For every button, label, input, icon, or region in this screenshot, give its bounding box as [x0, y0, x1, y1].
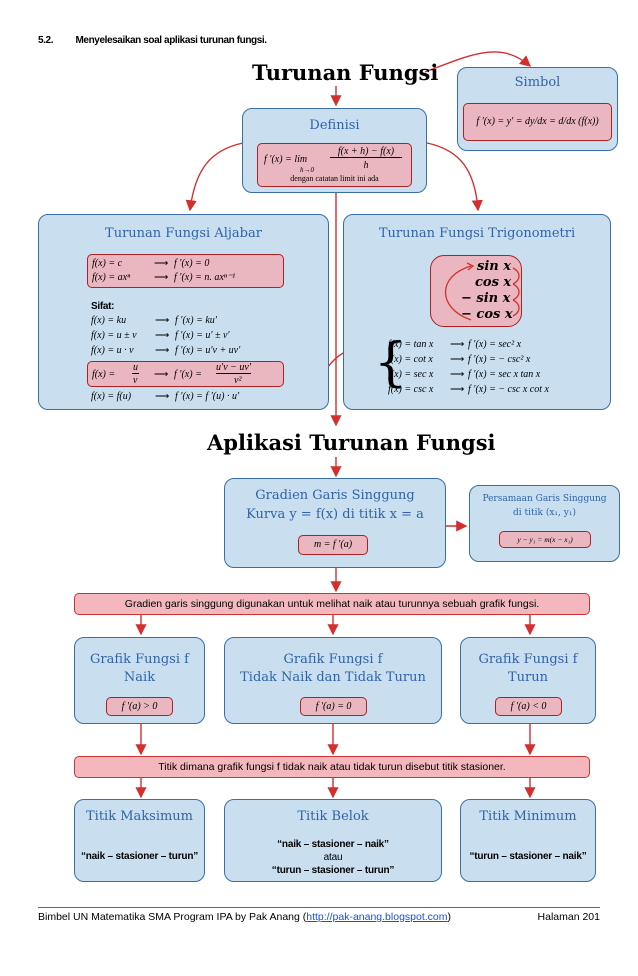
banner-gradien: Gradien garis singgung digunakan untuk m… — [74, 593, 590, 615]
arrow-definisi-to-aljabar — [185, 142, 244, 212]
sifat-rhs-1: f ′(x) = ku′ — [175, 315, 217, 326]
grafik-tetap-line2: Tidak Naik dan Tidak Turun — [240, 670, 426, 685]
simbol-formula-text: f ′(x) = y′ = dy/dx = d/dx (f(x)) — [476, 116, 599, 127]
grafik-tetap-box: Grafik Fungsi f Tidak Naik dan Tidak Tur… — [224, 637, 442, 724]
cycle-neg-cos: − cos x — [461, 307, 513, 322]
grafik-naik-line2: Naik — [123, 670, 156, 685]
trig-rhs-4: f ′(x) = − csc x cot x — [468, 384, 549, 395]
chain-lhs: f(x) = f(u) — [91, 391, 132, 402]
footer-rule — [38, 907, 600, 908]
sifat-lhs-3: f(x) = u · v — [91, 345, 134, 356]
definisi-lhs: f ′(x) = lim — [264, 154, 308, 165]
section-title: Menyelesaikan soal aplikasi turunan fung… — [75, 35, 267, 46]
grafik-naik-box: Grafik Fungsi f Naik f ′(a) > 0 — [74, 637, 205, 724]
titik-maksimum-box: Titik Maksimum “naik – stasioner – turun… — [74, 799, 205, 882]
persamaan-line1: Persamaan Garis Singgung — [482, 494, 607, 504]
aljabar-box: Turunan Fungsi Aljabar f(x) = c ⟶ f ′(x)… — [38, 214, 329, 410]
banner-stasioner: Titik dimana grafik fungsi f tidak naik … — [74, 756, 590, 778]
trig-cycle: sin x cos x − sin x − cos x — [430, 255, 522, 327]
cycle-neg-sin: − sin x — [461, 291, 511, 306]
aljabar-basic-lhs-1: f(x) = c — [92, 258, 123, 269]
titik-minimum-box: Titik Minimum “turun – stasioner – naik” — [460, 799, 596, 882]
aljabar-basic-lhs-2: f(x) = axⁿ — [92, 272, 131, 283]
grafik-naik-line1: Grafik Fungsi f — [90, 652, 189, 667]
quotient-rule: f(x) = u v ⟶ f ′(x) = u′v − uv′ v² — [87, 361, 284, 387]
footer-page: Halaman 201 — [537, 911, 600, 923]
titik-maksimum-title: Titik Maksimum — [85, 809, 193, 824]
definisi-denominator: h — [363, 160, 369, 171]
titik-belok-text: “naik – stasioner – naik” — [277, 839, 389, 850]
quotient-rhs-den: v² — [234, 375, 242, 386]
trig-brace: { — [374, 333, 408, 393]
trig-lhs-1: f(x) = tan x — [388, 339, 434, 350]
grafik-tetap-line1: Grafik Fungsi f — [283, 652, 383, 667]
grafik-turun-line1: Grafik Fungsi f — [478, 652, 578, 667]
grafik-naik-formula: f ′(a) > 0 — [106, 697, 173, 716]
trig-lhs-3: f(x) = sec x — [388, 369, 434, 380]
simbol-title: Simbol — [514, 75, 561, 90]
sifat-rhs-3: f ′(x) = u′v + uv′ — [175, 345, 241, 356]
aplikasi-title: Aplikasi Turunan Fungsi — [207, 430, 496, 455]
grafik-tetap-formula: f ′(a) = 0 — [300, 697, 367, 716]
arrow-title-to-simbol — [424, 51, 532, 73]
footer-link[interactable]: http://pak-anang.blogspot.com — [306, 911, 448, 923]
aljabar-basic-rhs-1: f ′(x) = 0 — [174, 258, 210, 269]
section-number: 5.2. — [38, 35, 54, 46]
quotient-lhs-den: v — [133, 375, 138, 386]
grafik-turun-line2: Turun — [507, 670, 548, 685]
gradien-box: Gradien Garis Singgung Kurva y = f(x) di… — [224, 478, 446, 568]
grafik-turun-formula: f ′(a) < 0 — [495, 697, 562, 716]
footer-paren: ) — [447, 911, 452, 923]
definisi-note: dengan catatan limit ini ada — [290, 174, 379, 183]
trig-title: Turunan Fungsi Trigonometri — [378, 226, 576, 241]
titik-belok-text2: “turun – stasioner – turun” — [271, 865, 395, 876]
sifat-rhs-2: f ′(x) = u′ ± v′ — [175, 330, 230, 341]
gradien-line1: Gradien Garis Singgung — [255, 488, 415, 503]
cycle-cos: cos x — [475, 275, 512, 290]
persamaan-box: Persamaan Garis Singgung di titik (x₁, y… — [469, 485, 620, 562]
definisi-title: Definisi — [309, 118, 360, 133]
titik-maksimum-text: “naik – stasioner – turun” — [80, 851, 199, 862]
quotient-rhs-prefix: f ′(x) = — [174, 369, 202, 380]
titik-belok-or: atau — [323, 852, 343, 863]
trig-box: Turunan Fungsi Trigonometri sin x cos x … — [343, 214, 611, 410]
definisi-numerator: f(x + h) − f(x) — [337, 146, 395, 157]
footer-text: Bimbel UN Matematika SMA Program IPA by … — [38, 911, 307, 923]
trig-lhs-4: f(x) = csc x — [388, 384, 434, 395]
aljabar-basic-rhs-2: f ′(x) = n. axⁿ⁻¹ — [174, 272, 236, 283]
gradien-line2: Kurva y = f(x) di titik x = a — [246, 507, 424, 522]
titik-belok-box: Titik Belok “naik – stasioner – naik” at… — [224, 799, 442, 882]
sifat-lhs-2: f(x) = u ± v — [91, 330, 137, 341]
definisi-formula: f ′(x) = lim h→0 f(x + h) − f(x) h denga… — [257, 143, 412, 187]
cycle-arrows — [445, 262, 520, 321]
sifat-lhs-1: f(x) = ku — [91, 315, 127, 326]
footer: Bimbel UN Matematika SMA Program IPA by … — [38, 911, 600, 923]
main-title: Turunan Fungsi — [252, 60, 439, 85]
persamaan-formula: y − y₁ = m(x − x₁) — [499, 531, 591, 548]
trig-rhs-3: f ′(x) = sec x tan x — [468, 369, 541, 380]
titik-minimum-text: “turun – stasioner – naik” — [469, 851, 587, 862]
aljabar-basic-rules: f(x) = c ⟶ f ′(x) = 0 f(x) = axⁿ ⟶ f ′(x… — [87, 254, 284, 288]
arrow-definisi-to-trig — [426, 142, 483, 212]
aljabar-title: Turunan Fungsi Aljabar — [105, 226, 262, 241]
trig-rhs-2: f ′(x) = − csc² x — [468, 354, 531, 365]
titik-minimum-title: Titik Minimum — [479, 809, 577, 824]
titik-belok-title: Titik Belok — [297, 809, 369, 824]
sifat-label: Sifat: — [91, 301, 115, 312]
gradien-formula: m = f ′(a) — [298, 535, 368, 555]
trig-rhs-1: f ′(x) = sec² x — [468, 339, 522, 350]
trig-lhs-2: f(x) = cot x — [388, 354, 433, 365]
section-heading: 5.2. Menyelesaikan soal aplikasi turunan… — [38, 35, 267, 46]
cycle-sin: sin x — [477, 259, 511, 274]
quotient-rhs-num: u′v − uv′ — [216, 362, 251, 374]
definisi-limit-sub: h→0 — [300, 166, 314, 174]
quotient-lhs-num: u — [132, 362, 139, 374]
quotient-lhs-prefix: f(x) = — [92, 369, 116, 380]
chain-rhs: f ′(x) = f ′(u) · u′ — [175, 391, 240, 402]
simbol-box: Simbol f ′(x) = y′ = dy/dx = d/dx (f(x)) — [457, 67, 618, 151]
grafik-turun-box: Grafik Fungsi f Turun f ′(a) < 0 — [460, 637, 596, 724]
simbol-formula: f ′(x) = y′ = dy/dx = d/dx (f(x)) — [463, 103, 612, 141]
persamaan-line2: di titik (x₁, y₁) — [513, 508, 576, 518]
definisi-box: Definisi f ′(x) = lim h→0 f(x + h) − f(x… — [242, 108, 427, 193]
